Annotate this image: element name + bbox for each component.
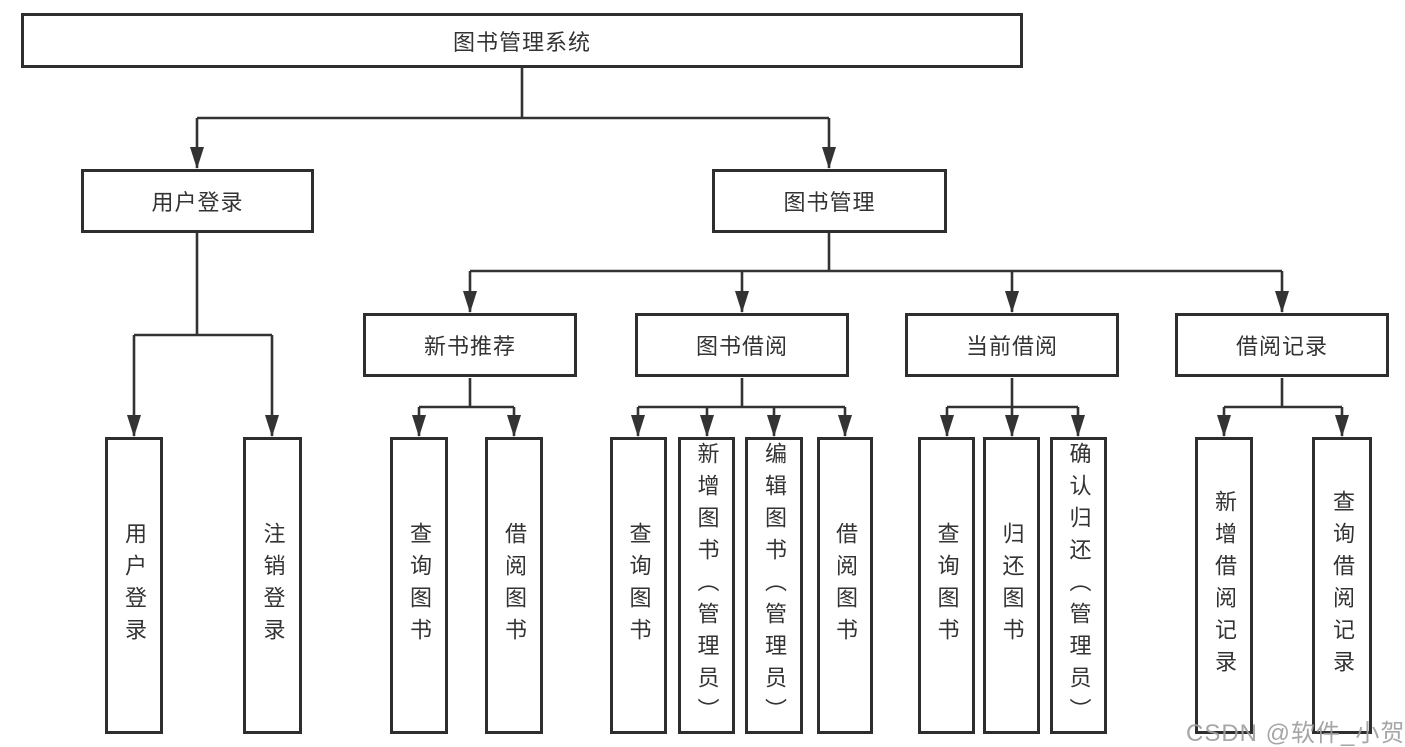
- connector-current-bus: [947, 378, 1078, 409]
- leaf-label: 新增借阅记录: [1212, 489, 1237, 682]
- leaf-add-books-admin: 新增图书（管理员）: [678, 437, 735, 734]
- leaf-label: 用户登录: [122, 521, 147, 650]
- csdn-watermark: CSDN @软件_小贺同学: [1186, 720, 1405, 747]
- leaf-query-borrow-record: 查询借阅记录: [1312, 437, 1372, 734]
- node-borrow-records: 借阅记录: [1175, 313, 1389, 377]
- leaf-query-books-borrow: 查询图书: [610, 437, 667, 734]
- node-label: 图书借阅: [695, 334, 788, 359]
- connector-root-bus: [197, 68, 829, 120]
- leaf-label: 编辑图书（管理员）: [762, 441, 787, 730]
- leaf-add-borrow-record: 新增借阅记录: [1195, 437, 1253, 734]
- leaf-label: 借阅图书: [502, 521, 527, 650]
- node-current-borrow: 当前借阅: [905, 313, 1119, 377]
- leaf-return-books: 归还图书: [983, 437, 1040, 734]
- leaf-label: 新增图书（管理员）: [694, 441, 720, 730]
- leaf-label: 归还图书: [999, 521, 1025, 650]
- node-label: 借阅记录: [1235, 334, 1328, 359]
- leaf-label: 借阅图书: [833, 521, 858, 650]
- leaf-label: 查询图书: [626, 521, 652, 650]
- leaf-query-books-current: 查询图书: [918, 437, 975, 734]
- connector-borrow-bus: [638, 378, 845, 409]
- node-label: 图书管理系统: [452, 29, 591, 55]
- node-book-borrow: 图书借阅: [635, 313, 849, 377]
- node-label: 当前借阅: [965, 334, 1058, 359]
- connector-records-bus: [1224, 378, 1342, 409]
- node-root-library-management-system: 图书管理系统: [21, 13, 1023, 68]
- node-new-book-recommend: 新书推荐: [363, 313, 577, 377]
- node-label: 新书推荐: [423, 334, 516, 359]
- leaf-edit-books-admin: 编辑图书（管理员）: [745, 437, 803, 734]
- leaf-query-books-recommend: 查询图书: [390, 437, 448, 734]
- connector-mgmt-bus: [470, 233, 1282, 273]
- connector-login-bus: [134, 233, 272, 337]
- leaf-borrow-books: 借阅图书: [817, 437, 873, 734]
- connector-rec-bus: [419, 378, 514, 409]
- leaf-label: 注销登录: [260, 521, 286, 650]
- leaf-label: 查询图书: [934, 521, 960, 650]
- leaf-borrow-books-recommend: 借阅图书: [485, 437, 543, 734]
- leaf-label: 查询图书: [407, 521, 432, 650]
- leaf-user-login: 用户登录: [105, 437, 163, 734]
- node-book-management: 图书管理: [712, 169, 947, 233]
- leaf-label: 查询借阅记录: [1330, 489, 1355, 682]
- node-user-login: 用户登录: [81, 169, 314, 233]
- leaf-label: 确认归还（管理员）: [1066, 441, 1092, 730]
- leaf-confirm-return-admin: 确认归还（管理员）: [1050, 437, 1107, 734]
- node-label: 用户登录: [151, 190, 244, 215]
- node-label: 图书管理: [783, 190, 876, 215]
- leaf-logout: 注销登录: [243, 437, 302, 734]
